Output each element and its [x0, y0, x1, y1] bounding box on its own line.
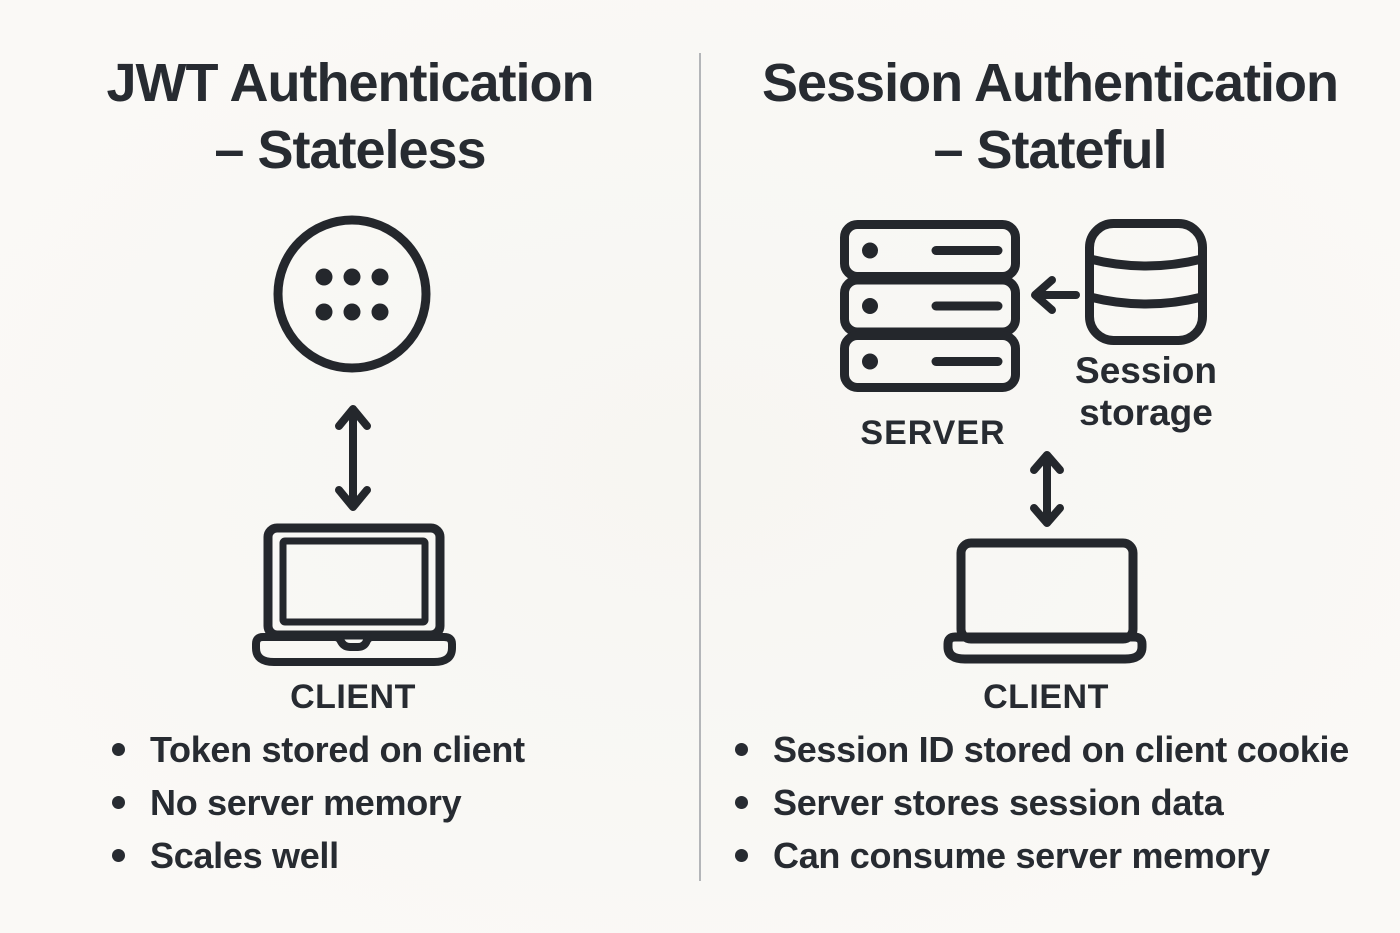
session-title-line2: – Stateful	[933, 120, 1167, 180]
list-item: Server stores session data	[735, 776, 1349, 829]
bullet-text: Scales well	[150, 834, 339, 876]
bullet-dot	[735, 743, 748, 756]
session-title-line1: Session Authentication	[761, 53, 1339, 113]
bullet-dot	[735, 849, 748, 862]
list-item: Session ID stored on client cookie	[735, 723, 1349, 776]
bullet-dot	[112, 796, 125, 809]
bullet-text: Token stored on client	[150, 728, 525, 770]
bullet-dot	[112, 849, 125, 862]
jwt-bullet-list: Token stored on client No server memory …	[112, 723, 525, 882]
session-storage-label-line2: storage	[1079, 392, 1213, 433]
session-storage-label: Session storage	[996, 350, 1296, 434]
list-item: Token stored on client	[112, 723, 525, 776]
list-item: No server memory	[112, 776, 525, 829]
server-label: SERVER	[860, 414, 1006, 452]
laptop-icon	[250, 522, 458, 668]
jwt-title: JWT Authentication – Stateless	[0, 50, 700, 184]
server-rack-icon	[840, 220, 1020, 392]
bullet-text: Session ID stored on client cookie	[773, 728, 1349, 770]
bullet-text: No server memory	[150, 781, 462, 823]
client-label: CLIENT	[290, 678, 416, 716]
jwt-title-line1: JWT Authentication	[106, 53, 595, 113]
session-title: Session Authentication – Stateful	[700, 50, 1400, 184]
session-storage-label-line1: Session	[1075, 350, 1217, 391]
laptop-icon	[940, 538, 1150, 664]
list-item: Scales well	[112, 829, 525, 882]
arrow-left-icon	[1026, 275, 1080, 315]
bullet-dot	[735, 796, 748, 809]
bullet-text: Can consume server memory	[773, 834, 1270, 876]
double-headed-arrow-icon	[1027, 447, 1067, 531]
session-bullet-list: Session ID stored on client cookie Serve…	[735, 723, 1349, 882]
database-icon	[1085, 219, 1207, 345]
double-headed-arrow-icon	[333, 400, 373, 516]
divider-line	[699, 53, 701, 881]
jwt-title-line2: – Stateless	[214, 120, 486, 180]
token-dots-circle-icon	[272, 215, 433, 375]
client-label: CLIENT	[983, 678, 1109, 716]
list-item: Can consume server memory	[735, 829, 1349, 882]
bullet-text: Server stores session data	[773, 781, 1224, 823]
bullet-dot	[112, 743, 125, 756]
